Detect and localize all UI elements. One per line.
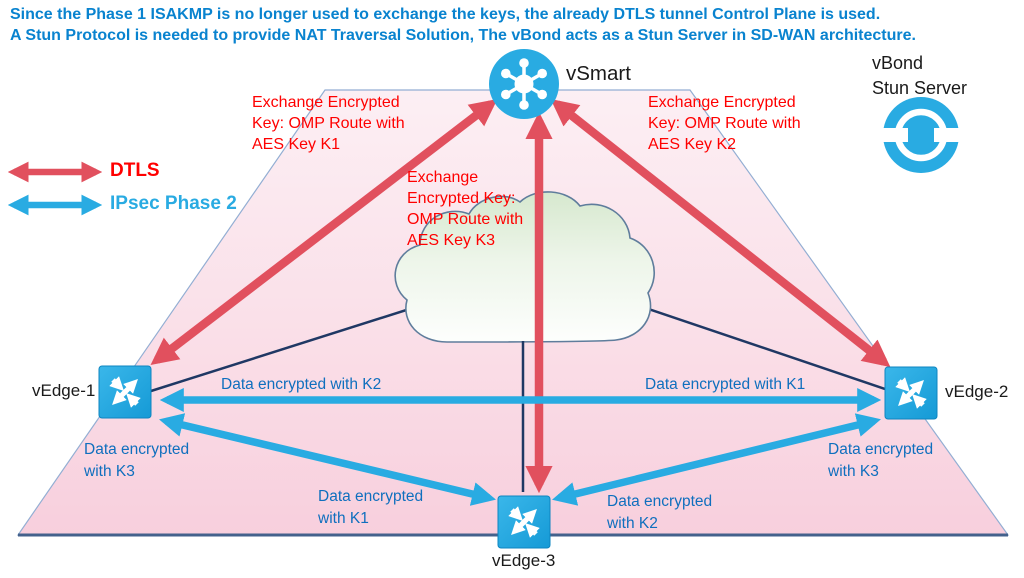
header-line-1: Since the Phase 1 ISAKMP is no longer us…: [10, 6, 881, 23]
ipsec-arrow-vedge1-vedge3: [158, 413, 497, 506]
ipsec-arrow-vedge2-vedge3: [552, 413, 881, 506]
annotation-k3-line4: AES Key K3: [407, 232, 496, 249]
header-line-2: A Stun Protocol is needed to provide NAT…: [10, 27, 916, 44]
legend-ipsec-label: IPsec Phase 2: [110, 193, 237, 214]
header-note: Since the Phase 1 ISAKMP is no longer us…: [10, 4, 916, 46]
annotation-key-k1: Exchange Encrypted Key: OMP Route with A…: [252, 92, 405, 155]
annotation-k3-line1: Exchange: [407, 169, 479, 186]
flow-label-k3-right-line1: Data encrypted: [828, 441, 934, 458]
flow-label-k3-left: Data encrypted with K3: [84, 439, 189, 483]
annotation-k1-line1: Exchange Encrypted: [252, 94, 400, 111]
flow-label-k3-right: Data encrypted with K3: [828, 439, 933, 483]
vbond-label-line2: Stun Server: [872, 78, 968, 98]
flow-label-k2-bottom-line2: with K2: [607, 515, 658, 532]
vedge2-icon: [885, 367, 937, 419]
vedge1-icon: [99, 366, 151, 418]
vbond-label: vBond Stun Server: [872, 51, 967, 101]
dtls-arrow-vedge2-vsmart: [550, 98, 891, 368]
flow-label-k1-bottom-line1: Data encrypted: [318, 488, 424, 505]
annotation-k1-line3: AES Key K1: [252, 136, 341, 153]
flow-label-k3-right-line2: with K3: [828, 463, 879, 480]
flow-label-k3-left-line1: Data encrypted: [84, 441, 190, 458]
vbond-icon: [883, 97, 959, 173]
vsmart-icon: [489, 49, 559, 119]
vsmart-label: vSmart: [566, 62, 631, 85]
flow-label-k1-right: Data encrypted with K1: [645, 376, 806, 393]
vedge3-icon: [498, 496, 550, 548]
annotation-k3-line3: OMP Route with: [407, 211, 524, 228]
annotation-key-k3: Exchange Encrypted Key: OMP Route with A…: [407, 167, 523, 251]
flow-label-k2-bottom-line1: Data encrypted: [607, 493, 713, 510]
flow-label-k3-left-line2: with K3: [84, 463, 135, 480]
annotation-k2-line3: AES Key K2: [648, 136, 737, 153]
annotation-k2-line2: Key: OMP Route with: [648, 115, 801, 132]
flow-label-k1-bottom: Data encrypted with K1: [318, 486, 423, 530]
vedge1-label: vEdge-1: [32, 381, 96, 400]
annotation-key-k2: Exchange Encrypted Key: OMP Route with A…: [648, 92, 801, 155]
annotation-k1-line2: Key: OMP Route with: [252, 115, 405, 132]
flow-label-k2-bottom: Data encrypted with K2: [607, 491, 712, 535]
vbond-label-line1: vBond: [872, 53, 924, 73]
legend-dtls-label: DTLS: [110, 160, 160, 181]
flow-label-k2-left: Data encrypted with K2: [221, 376, 382, 393]
annotation-k2-line1: Exchange Encrypted: [648, 94, 796, 111]
vedge3-label: vEdge-3: [492, 551, 556, 570]
vedge2-label: vEdge-2: [945, 382, 1009, 401]
dtls-arrow-vedge1-vsmart: [150, 99, 498, 365]
flow-label-k1-bottom-line2: with K1: [318, 510, 369, 527]
annotation-k3-line2: Encrypted Key:: [407, 190, 516, 207]
